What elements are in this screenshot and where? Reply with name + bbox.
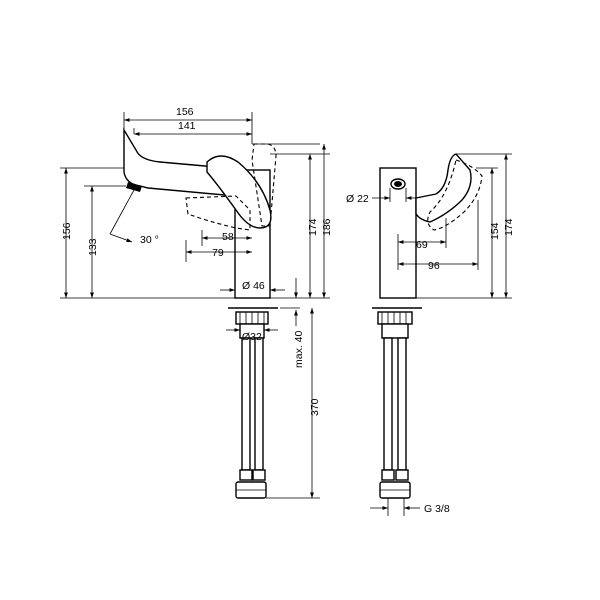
side-hose-right [397, 337, 407, 471]
front-dimensions: 156 141 156 133 30 ° 58 79 174 186 [60, 106, 333, 499]
dim-133: 133 [87, 238, 99, 256]
dim-max-40: max. 40 [293, 330, 305, 368]
side-nut-threads [381, 312, 407, 324]
lever-alt-position-side [185, 195, 251, 231]
dim-174-front: 174 [307, 218, 319, 236]
dim-79: 79 [212, 247, 224, 259]
side-hose-left [383, 337, 393, 471]
dim-dia-22: Ø 22 [346, 193, 369, 205]
side-mounting-nut [377, 311, 413, 325]
dim-69: 69 [416, 239, 428, 251]
side-lever [415, 153, 472, 223]
side-lever-alt-position [427, 159, 483, 231]
hose-right [254, 337, 264, 471]
dim-96: 96 [428, 260, 440, 272]
dim-angle-30: 30 ° [140, 234, 159, 246]
front-view [123, 127, 278, 499]
hose-left [241, 337, 251, 471]
dim-g-3-8: G 3/8 [424, 503, 450, 515]
nut-threads [239, 312, 265, 324]
dim-154: 154 [489, 222, 501, 240]
dim-58: 58 [222, 231, 234, 243]
dim-156-left: 156 [61, 222, 73, 240]
dim-186: 186 [321, 218, 333, 236]
side-dimensions: Ø 22 69 96 154 174 G 3/8 [346, 153, 515, 516]
side-view [372, 153, 483, 499]
dim-dia-32: Ø32 [242, 331, 262, 343]
lever [206, 155, 272, 229]
dim-dia-46: Ø 46 [242, 280, 265, 292]
dim-174-side: 174 [503, 218, 515, 236]
aerator [126, 182, 142, 192]
dim-370: 370 [309, 398, 321, 416]
dim-156-top: 156 [176, 106, 194, 118]
dim-141: 141 [178, 120, 196, 132]
